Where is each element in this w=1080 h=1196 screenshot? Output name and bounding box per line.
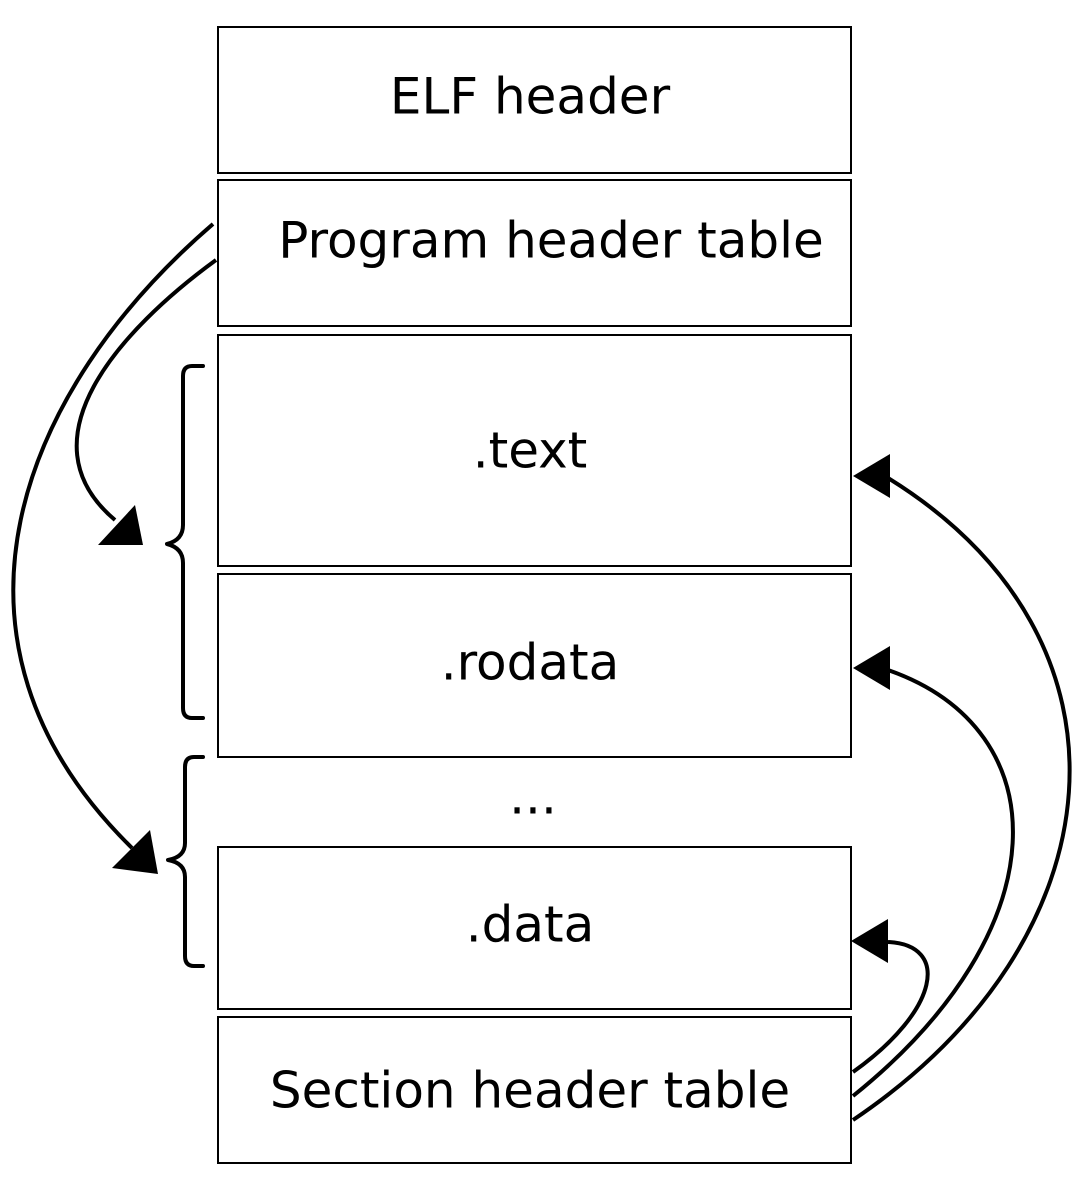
section-header-table-label: Section header table xyxy=(270,1062,790,1120)
elf-header-block: ELF header xyxy=(217,26,852,174)
elf-header-label: ELF header xyxy=(390,68,671,126)
data-section-block: .data xyxy=(217,846,852,1010)
program-header-to-segment-2-arrowhead xyxy=(112,830,158,874)
program-header-to-segment-2-connector xyxy=(11,222,215,850)
rodata-section-box xyxy=(217,573,852,758)
elf-header-box xyxy=(217,26,852,174)
section-header-table-box xyxy=(217,1016,852,1164)
ellipsis-label: ... xyxy=(509,768,557,826)
data-section-label: .data xyxy=(466,896,595,954)
section-header-to-text-arrowhead xyxy=(853,454,890,498)
text-section-box xyxy=(217,334,852,567)
section-header-to-data-arrowhead xyxy=(851,919,888,963)
section-header-to-rodata-connector xyxy=(851,668,1015,1098)
program-header-to-segment-1-connector xyxy=(74,258,218,522)
section-header-to-rodata-arrowhead xyxy=(853,646,890,690)
section-header-to-data-connector xyxy=(851,940,930,1074)
section-header-table-block: Section header table xyxy=(217,1016,852,1164)
program-header-table-label: Program header table xyxy=(278,212,824,270)
rodata-section-block: .rodata xyxy=(217,573,852,758)
program-header-to-segment-1-arrowhead xyxy=(98,505,143,545)
data-section-box xyxy=(217,846,852,1010)
segment-1-brace xyxy=(165,364,205,720)
rodata-section-label: .rodata xyxy=(441,634,620,692)
text-section-label: .text xyxy=(473,422,588,480)
program-header-table-box xyxy=(217,179,852,327)
program-header-table-block: Program header table xyxy=(217,179,852,327)
text-section-block: .text xyxy=(217,334,852,567)
section-header-to-text-connector xyxy=(851,476,1072,1122)
segment-2-brace xyxy=(166,755,205,968)
